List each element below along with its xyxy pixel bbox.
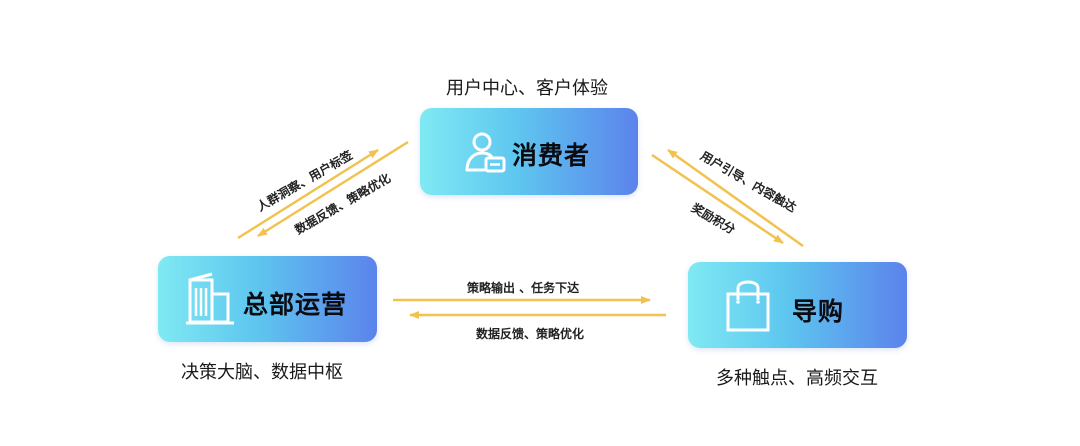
arrow-hq-to-consumer	[237, 148, 379, 240]
shopping-guide-caption: 多种触点、高频交互	[716, 368, 878, 389]
headquarters-title: 总部运营	[243, 290, 348, 319]
shopping-guide-title: 导购	[792, 297, 845, 326]
shopping-bag-icon	[722, 272, 774, 340]
building-icon	[184, 270, 236, 332]
arrow-guide-to-consumer	[667, 148, 804, 248]
consumer-caption: 用户中心、客户体验	[446, 78, 608, 99]
edge-label-guide-hq: 数据反馈、策略优化	[476, 327, 585, 341]
arrow-consumer-to-hq	[257, 140, 409, 238]
consumer-title: 消费者	[512, 141, 591, 170]
edge-label-hq-guide: 策略输出 、任务下达	[467, 281, 580, 295]
consumer-node[interactable]: 消费者	[420, 108, 638, 195]
headquarters-node[interactable]: 总部运营	[158, 256, 377, 342]
shopping-guide-node[interactable]: 导购	[688, 262, 907, 348]
arrow-consumer-to-guide	[651, 153, 784, 245]
headquarters-caption: 决策大脑、数据中枢	[181, 362, 343, 383]
user-card-icon	[462, 130, 508, 180]
